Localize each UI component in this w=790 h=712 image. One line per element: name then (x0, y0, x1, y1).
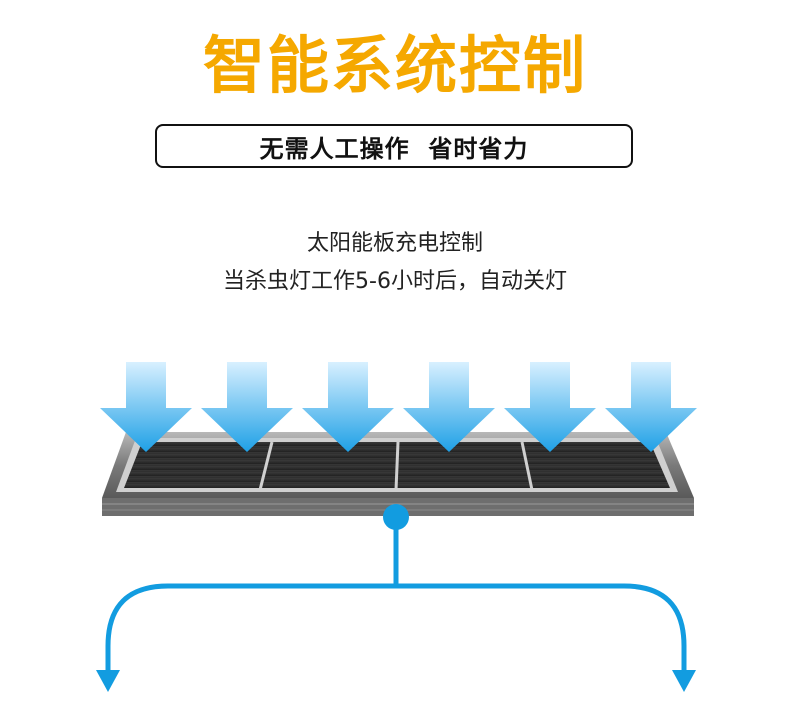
down-arrow-icon (504, 362, 596, 452)
down-arrow-icon (672, 670, 696, 692)
description-line-1: 太阳能板充电控制 (306, 231, 483, 256)
page-headline: 智能系统控制 (202, 29, 587, 102)
sunlight-arrows (100, 362, 697, 452)
solar-panel (102, 432, 694, 516)
down-arrow-icon (201, 362, 293, 452)
cell-divider (520, 441, 534, 491)
tagline-box: 无需人工操作 省时省力 (155, 124, 633, 168)
cell-divider (394, 441, 400, 491)
control-flow (96, 504, 696, 692)
down-arrow-icon (302, 362, 394, 452)
description-line-2: 当杀虫灯工作5-6小时后，自动关灯 (223, 269, 567, 294)
down-arrow-icon (403, 362, 495, 452)
down-arrow-icon (605, 362, 697, 452)
down-arrow-icon (96, 670, 120, 692)
tagline-text: 无需人工操作 省时省力 (259, 134, 529, 163)
flow-branch (105, 583, 687, 674)
down-arrow-icon (100, 362, 192, 452)
solar-control-illustration (96, 362, 697, 692)
junction-dot (383, 504, 409, 530)
cell-divider (258, 441, 274, 491)
